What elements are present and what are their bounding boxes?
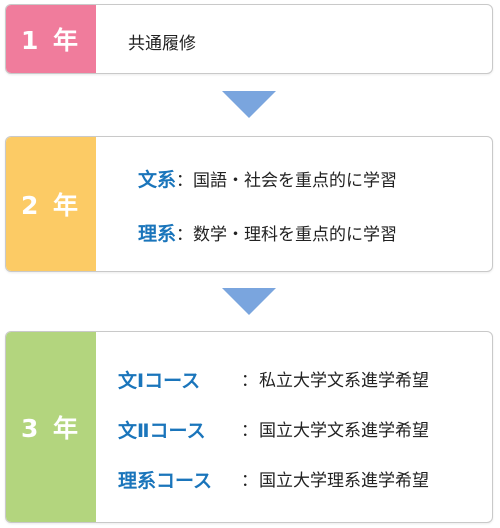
year2-content: 文系：国語・社会を重点的に学習 理系：数学・理科を重点的に学習 — [96, 137, 492, 271]
year3-row: 理系コース ：国立大学理系進学希望 — [96, 466, 486, 492]
year1-box: 1 年 共通履修 — [5, 4, 493, 74]
separator: ： — [241, 421, 258, 441]
year3-row: 文Ⅱコース ：国立大学文系進学希望 — [96, 416, 486, 442]
separator: ： — [176, 171, 194, 191]
year1-content: 共通履修 — [96, 5, 492, 73]
separator: ： — [176, 225, 194, 245]
course-name: 文Ⅰコース — [118, 370, 201, 392]
year2-row: 理系：数学・理科を重点的に学習 — [138, 219, 397, 246]
course-description: 国立大学理系進学希望 — [259, 471, 429, 491]
year1-text: 共通履修 — [128, 34, 196, 54]
course-description: 私立大学文系進学希望 — [259, 371, 429, 391]
separator: ： — [241, 471, 258, 491]
year3-content: 文Ⅰコース：私立大学文系進学希望 文Ⅱコース：国立大学文系進学希望 理系コース：… — [96, 332, 492, 522]
course-name: 文系 — [138, 169, 177, 191]
year1-label: 1 年 — [6, 5, 96, 73]
course-name: 理系コース — [118, 470, 213, 492]
course-name: 理系 — [138, 223, 177, 245]
arrow-down-icon — [222, 91, 276, 118]
course-description: 数学・理科を重点的に学習 — [193, 225, 398, 245]
course-description: 国立大学文系進学希望 — [259, 421, 429, 441]
year3-row: 文Ⅰコース ：私立大学文系進学希望 — [96, 366, 486, 392]
course-description: 国語・社会を重点的に学習 — [193, 171, 398, 191]
year2-box: 2 年 文系：国語・社会を重点的に学習 理系：数学・理科を重点的に学習 — [5, 136, 493, 272]
separator: ： — [241, 371, 258, 391]
year3-label: 3 年 — [6, 332, 96, 522]
arrow-down-icon — [222, 288, 276, 315]
course-name: 文Ⅱコース — [118, 420, 206, 442]
year2-label: 2 年 — [6, 137, 96, 271]
year2-row: 文系：国語・社会を重点的に学習 — [138, 165, 397, 192]
year3-box: 3 年 文Ⅰコース：私立大学文系進学希望 文Ⅱコース：国立大学文系進学希望 理系… — [5, 331, 493, 523]
